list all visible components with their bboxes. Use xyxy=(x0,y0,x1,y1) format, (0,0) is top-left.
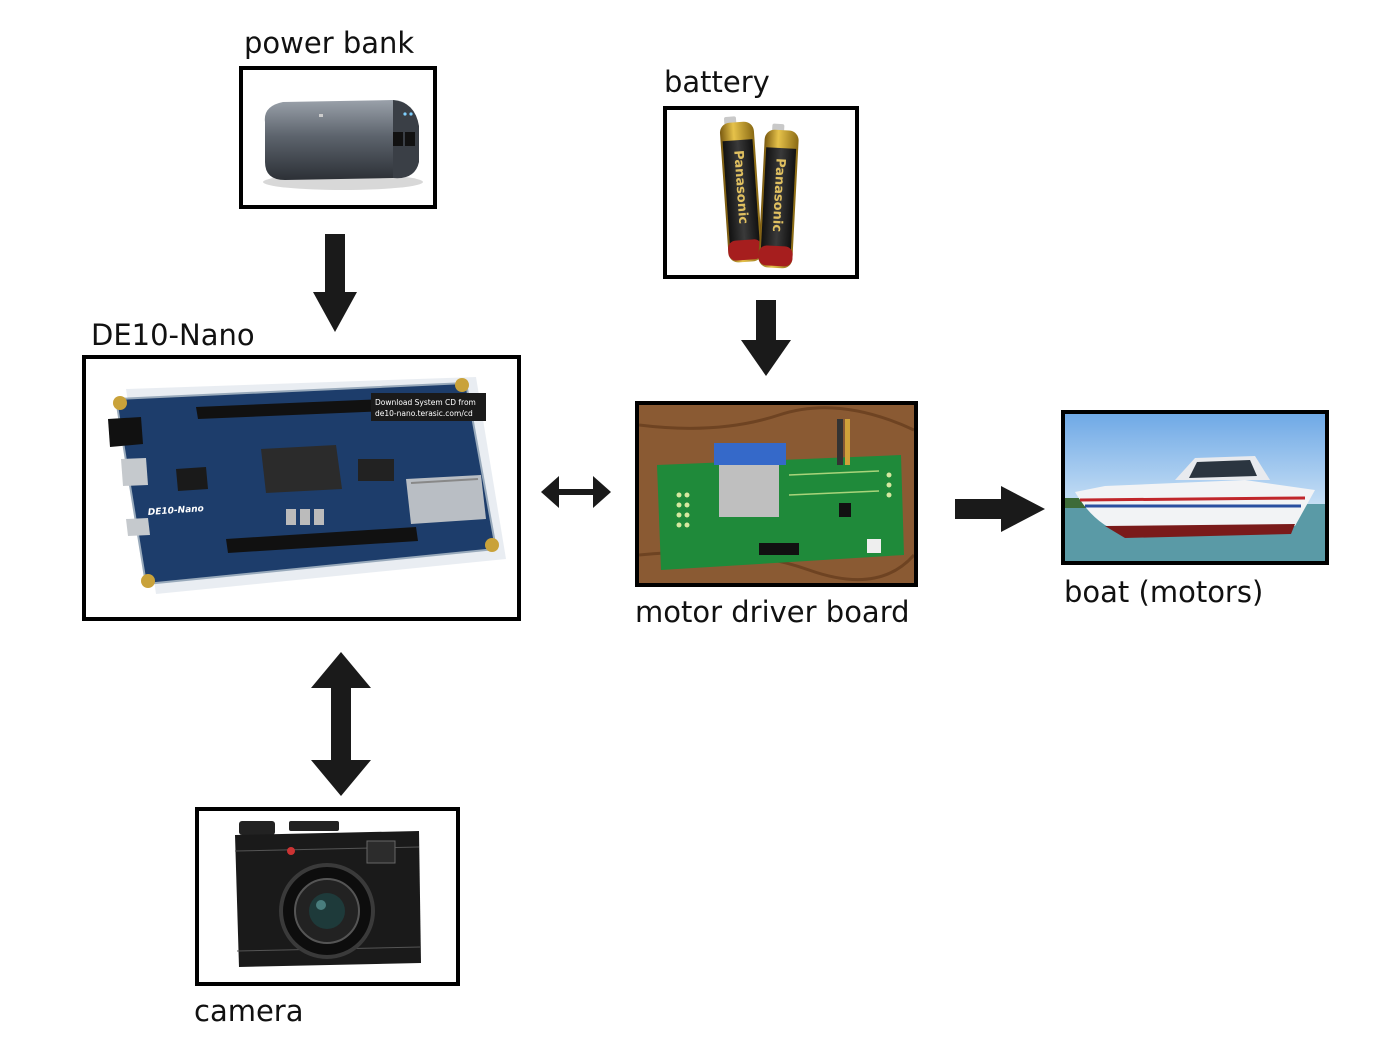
battery-brand-text-2: Panasonic xyxy=(769,158,788,233)
de10-sticker-line2: de10-nano.terasic.com/cd xyxy=(375,409,473,418)
motor-driver-node xyxy=(635,401,918,587)
camera-label: camera xyxy=(194,994,304,1028)
de10-nano-board-image: Download System CD from de10-nano.terasi… xyxy=(108,377,506,594)
arrow-powerbank-to-de10 xyxy=(313,234,357,332)
boat-node xyxy=(1061,410,1329,565)
motor-driver-label: motor driver board xyxy=(635,595,910,629)
power-bank-label: power bank xyxy=(244,26,415,60)
motor-driver-board-image xyxy=(639,405,914,583)
camera-image xyxy=(234,821,421,967)
arrow-de10-motor-driver-bidirectional xyxy=(541,476,611,508)
power-bank-image xyxy=(263,100,423,190)
de10-nano-label: DE10-Nano xyxy=(91,318,255,352)
battery-brand-text-1: Panasonic xyxy=(730,150,750,225)
de10-sticker-line1: Download System CD from xyxy=(375,398,476,407)
boat-label: boat (motors) xyxy=(1064,575,1264,609)
arrow-battery-to-motor-driver xyxy=(741,300,791,376)
boat-image xyxy=(1065,414,1325,561)
power-bank-node xyxy=(239,66,437,209)
de10-nano-node: Download System CD from de10-nano.terasi… xyxy=(82,355,521,621)
battery-label: battery xyxy=(664,65,770,99)
de10-board-silkscreen: DE10-Nano xyxy=(148,504,205,518)
arrow-de10-camera-bidirectional xyxy=(311,652,371,796)
camera-node xyxy=(195,807,460,986)
battery-image: Panasonic Panasonic xyxy=(719,116,799,269)
battery-node: Panasonic Panasonic xyxy=(663,106,859,279)
arrow-motor-driver-to-boat xyxy=(955,486,1045,532)
